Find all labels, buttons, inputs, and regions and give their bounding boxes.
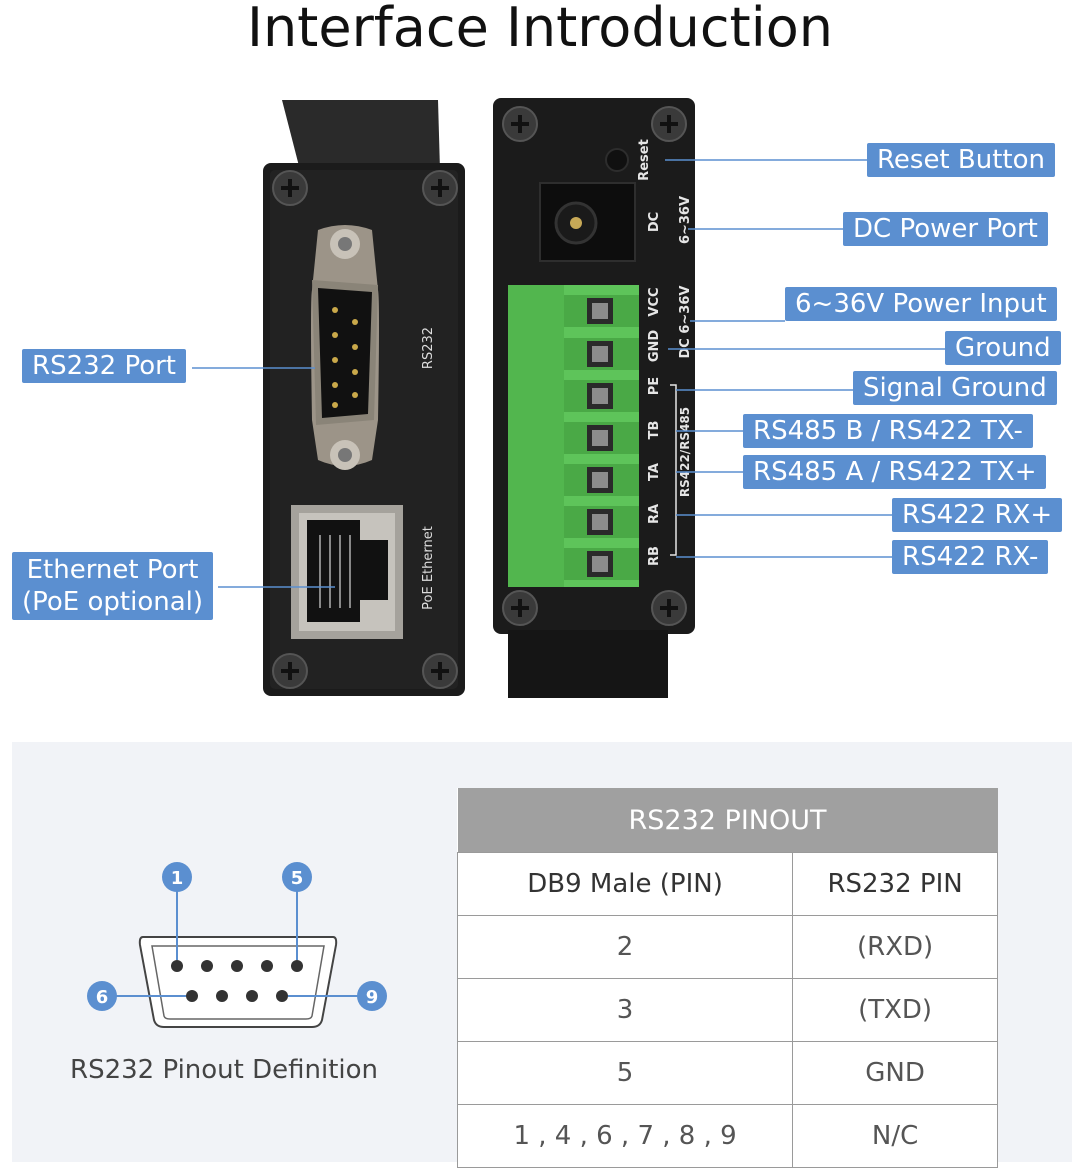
table-cell: N/C (792, 1104, 998, 1168)
power-input-label: 6~36V Power Input (785, 287, 1057, 321)
pe-silk: PE (647, 377, 662, 395)
ground-label: Ground (945, 331, 1061, 365)
tb-silk: TB (647, 421, 662, 440)
rs422-485-silk: RS422/RS485 (678, 407, 692, 497)
rs422-rx-minus-label: RS422 RX- (892, 540, 1049, 574)
dc-power-port-label: DC Power Port (843, 212, 1048, 246)
pinout-table: RS232 PINOUT DB9 Male (PIN) RS232 PIN 2 … (456, 788, 998, 1168)
vcc-silk: VCC (647, 287, 662, 316)
pin-badge-9 (357, 981, 387, 1011)
dc-jack (539, 182, 636, 262)
rs232-connector (311, 225, 379, 470)
rb-silk: RB (647, 546, 662, 566)
pin-badge-1 (162, 862, 192, 892)
rs485-b-label: RS485 B / RS422 TX- (743, 414, 1033, 448)
gnd-silk: GND (647, 330, 662, 363)
device-diagram: RS232 PoE Ethernet (192, 98, 945, 698)
dc-range-silk: 6~36V (678, 196, 693, 244)
table-row: 3 (TXD) (456, 978, 998, 1042)
table-cell: 3 (456, 978, 794, 1042)
ethernet-port-label-line1: Ethernet Port (26, 555, 199, 585)
table-row: 2 (RXD) (456, 915, 998, 979)
table-cell: 1 , 4 , 6 , 7 , 8 , 9 (456, 1104, 794, 1168)
dc-silk: DC (647, 212, 662, 232)
rs422-rx-plus-label: RS422 RX+ (892, 498, 1063, 532)
reset-silk: Reset (637, 139, 652, 181)
pin-label-9: 9 (366, 987, 379, 1008)
table-cell: (TXD) (792, 978, 998, 1042)
signal-ground-label: Signal Ground (853, 371, 1057, 405)
column-header: RS232 PIN (792, 852, 998, 916)
terminal-block (508, 285, 639, 587)
poe-ethernet-silk: PoE Ethernet (421, 526, 436, 610)
pinout-table-title: RS232 PINOUT (457, 788, 998, 853)
table-cell: (RXD) (792, 915, 998, 979)
table-cell: 2 (456, 915, 794, 979)
page-title: Interface Introduction (247, 0, 833, 59)
column-header: DB9 Male (PIN) (456, 852, 794, 916)
right-device: Reset DC 6~36V VCC GND DC 6~36V PE TB TA… (493, 98, 695, 698)
table-header-row: DB9 Male (PIN) RS232 PIN (456, 852, 998, 916)
reset-button-label: Reset Button (867, 143, 1055, 177)
table-row: 1 , 4 , 6 , 7 , 8 , 9 N/C (456, 1104, 998, 1168)
ta-silk: TA (647, 463, 662, 481)
pin-badge-5 (282, 862, 312, 892)
pin-label-5: 5 (291, 868, 304, 889)
left-device: RS232 PoE Ethernet (263, 100, 465, 696)
pin-label-6: 6 (96, 987, 109, 1008)
ethernet-connector (291, 505, 403, 639)
table-cell: 5 (456, 1041, 794, 1105)
table-cell: GND (792, 1041, 998, 1105)
rs232-silk: RS232 (421, 327, 436, 369)
table-row: 5 GND (456, 1041, 998, 1105)
db9-pin-diagram: 1 5 6 9 (87, 862, 387, 1028)
ethernet-port-label: Ethernet Port (PoE optional) (12, 552, 214, 620)
rs485-a-label: RS485 A / RS422 TX+ (743, 455, 1047, 489)
pin-label-1: 1 (171, 868, 184, 889)
reset-button-hole (605, 148, 629, 172)
pin-badge-6 (87, 981, 117, 1011)
pinout-caption: RS232 Pinout Definition (70, 1055, 379, 1085)
rs232-port-label: RS232 Port (22, 349, 187, 383)
ra-silk: RA (647, 504, 662, 524)
dc-range2-silk: DC 6~36V (678, 286, 693, 359)
ethernet-port-label-line2: (PoE optional) (22, 587, 204, 617)
leader-lines (192, 159, 945, 588)
